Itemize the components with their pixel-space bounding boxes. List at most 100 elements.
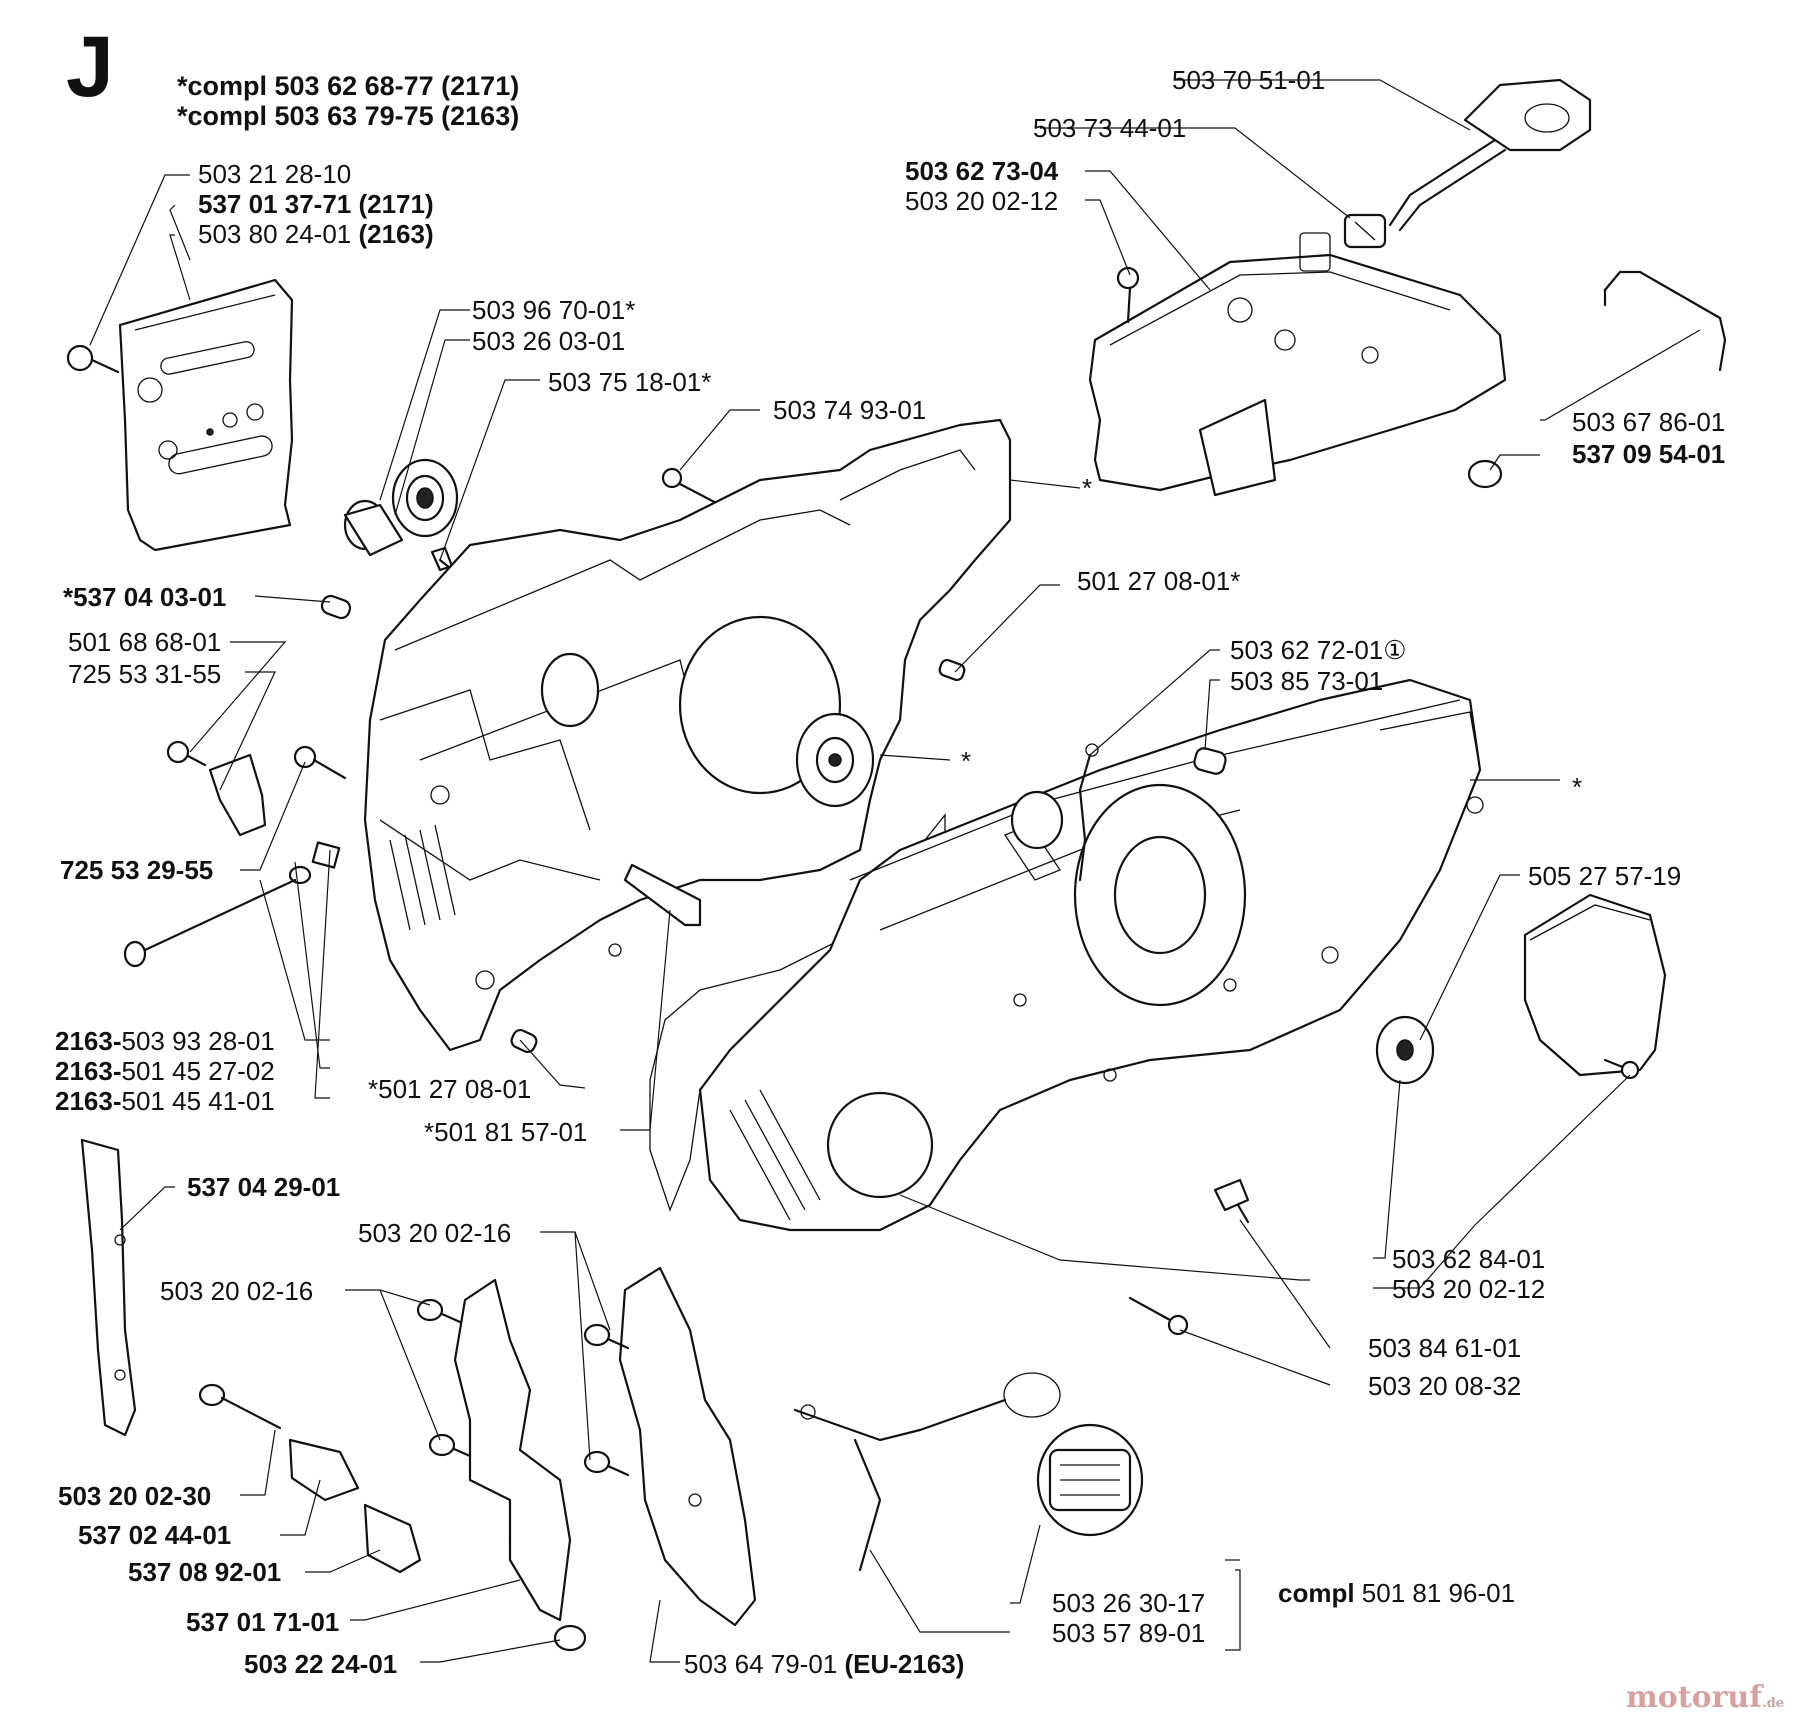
- check-valve: [1213, 1178, 1250, 1224]
- part-label-group: compl 501 81 96-01: [1278, 1579, 1515, 1607]
- circled-one: ①: [1383, 635, 1407, 665]
- part-number: 501 45 27-02: [121, 1056, 275, 1086]
- adjuster-screw-small: [293, 745, 347, 780]
- star-marker: *: [1082, 473, 1093, 503]
- cover-screw: [1116, 266, 1140, 324]
- part-number: 503 64 79-01: [684, 1649, 845, 1679]
- header-compl-2171: *compl 503 62 68-77 (2171): [177, 71, 520, 101]
- star-marker: *: [961, 746, 972, 776]
- spike-screw-1: [416, 1298, 462, 1324]
- part-label: 501 27 08-01*: [1077, 566, 1241, 596]
- case-screw: [1128, 1296, 1189, 1336]
- part-number: 503 80 24-01: [198, 219, 359, 249]
- part-label: 503 26 30-17: [1052, 1588, 1206, 1618]
- part-label: 537 04 29-01: [187, 1172, 341, 1202]
- part-label-group: 503 80 24-01 (2163): [198, 220, 434, 248]
- part-label-group: 2163-503 93 28-01: [55, 1027, 275, 1055]
- part-label-group: 503 64 79-01 (EU-2163): [684, 1650, 964, 1678]
- wire-spring: [1078, 743, 1099, 882]
- bumper-spike-a: [453, 1278, 572, 1622]
- part-label: 537 08 92-01: [128, 1557, 282, 1587]
- leader-lines: [89, 79, 1701, 1663]
- part-label: 503 73 44-01: [1033, 113, 1187, 143]
- part-label: 537 01 71-01: [186, 1607, 340, 1637]
- wire-link: [1603, 270, 1727, 372]
- part-label: 501 68 68-01: [68, 627, 222, 657]
- spacer-sleeve: [288, 1438, 360, 1502]
- oil-lever: [1388, 78, 1592, 232]
- spike-nut: [553, 1624, 587, 1652]
- part-label: *501 81 57-01: [424, 1117, 588, 1147]
- long-bolt: [198, 1383, 282, 1430]
- spike-screw-3: [583, 1323, 630, 1350]
- watermark-text: motoruf: [1625, 1680, 1763, 1715]
- part-label: 503 57 89-01: [1052, 1618, 1206, 1648]
- part-label-group: 503 62 72-01①: [1230, 636, 1407, 664]
- compl-word: compl: [1278, 1578, 1355, 1608]
- part-label: 503 21 28-10: [198, 159, 352, 189]
- bar-stud: [623, 863, 702, 927]
- bearing-left: [391, 458, 459, 538]
- adjuster-long-screw: [123, 878, 297, 968]
- lever-seal: [1343, 213, 1387, 249]
- cap-strap: [793, 1398, 1007, 1572]
- dowel-pin: [320, 594, 352, 620]
- model-prefix: 2163-: [55, 1086, 122, 1116]
- part-label: 503 22 24-01: [244, 1649, 398, 1679]
- part-label: 537 02 44-01: [78, 1520, 232, 1550]
- part-number: 503 93 28-01: [121, 1026, 275, 1056]
- part-label: 503 62 73-04: [905, 156, 1059, 186]
- watermark-logo: motoruf.de: [1626, 1680, 1784, 1715]
- part-label: 725 53 29-55: [60, 855, 214, 885]
- part-label: 505 27 57-19: [1528, 861, 1682, 891]
- model-prefix: 2163-: [55, 1026, 122, 1056]
- part-label: 503 20 02-16: [358, 1218, 512, 1248]
- plate-screw: [66, 344, 120, 374]
- tank-cover: [1088, 232, 1507, 497]
- crankcase-right-half: [698, 678, 1484, 1232]
- part-label: 503 20 02-12: [905, 186, 1059, 216]
- star-marker: *: [1572, 772, 1583, 802]
- part-label: 503 84 61-01: [1368, 1333, 1522, 1363]
- part-label: 503 26 03-01: [472, 326, 626, 356]
- model-suffix: (EU-2163): [844, 1649, 965, 1679]
- part-label: 503 74 93-01: [773, 395, 927, 425]
- oil-cap: [1003, 1372, 1144, 1537]
- part-label: 725 53 31-55: [68, 659, 222, 689]
- part-number: 503 62 72-01: [1230, 635, 1384, 665]
- guide-strip: [80, 1138, 137, 1437]
- spike-screw-4: [583, 1450, 630, 1477]
- part-number: 501 81 96-01: [1354, 1578, 1516, 1608]
- part-label-group: 537 01 37-71 (2171): [198, 190, 434, 218]
- header-compl-2163: *compl 503 63 79-75 (2163): [177, 101, 520, 131]
- housing-screw-top: [661, 467, 722, 507]
- model-suffix: (2163): [358, 219, 434, 249]
- seal-ring: [343, 499, 404, 557]
- crankcase-left-half: [363, 418, 1012, 1052]
- model-prefix: 2163-: [55, 1056, 122, 1086]
- case-seal: [1375, 1015, 1435, 1085]
- housing-dowel: [938, 658, 966, 682]
- part-label: 537 09 54-01: [1572, 439, 1726, 469]
- spike-screw-2: [428, 1433, 472, 1458]
- adjuster-nut: [288, 841, 341, 885]
- part-label: 503 70 51-01: [1172, 65, 1326, 95]
- grommet: [1467, 459, 1503, 489]
- section-letter: J: [66, 19, 114, 115]
- side-cover-screw: [1603, 1058, 1640, 1080]
- part-label: 503 96 70-01*: [472, 295, 636, 325]
- part-label: 503 67 86-01: [1572, 407, 1726, 437]
- part-label: *537 04 03-01: [63, 582, 227, 612]
- part-label: 503 75 18-01*: [548, 367, 712, 397]
- part-label-group: 2163-501 45 41-01: [55, 1087, 275, 1115]
- part-number: 537 01 37-71: [198, 189, 352, 219]
- model-suffix: (2171): [351, 189, 434, 219]
- part-label: 503 20 02-16: [160, 1276, 314, 1306]
- bumper-spike-b: [618, 1266, 757, 1627]
- part-label-group: 2163-501 45 27-02: [55, 1057, 275, 1085]
- watermark-suffix: .de: [1762, 1696, 1784, 1711]
- part-label: 503 62 84-01: [1392, 1244, 1546, 1274]
- case-dowel: [1193, 747, 1227, 775]
